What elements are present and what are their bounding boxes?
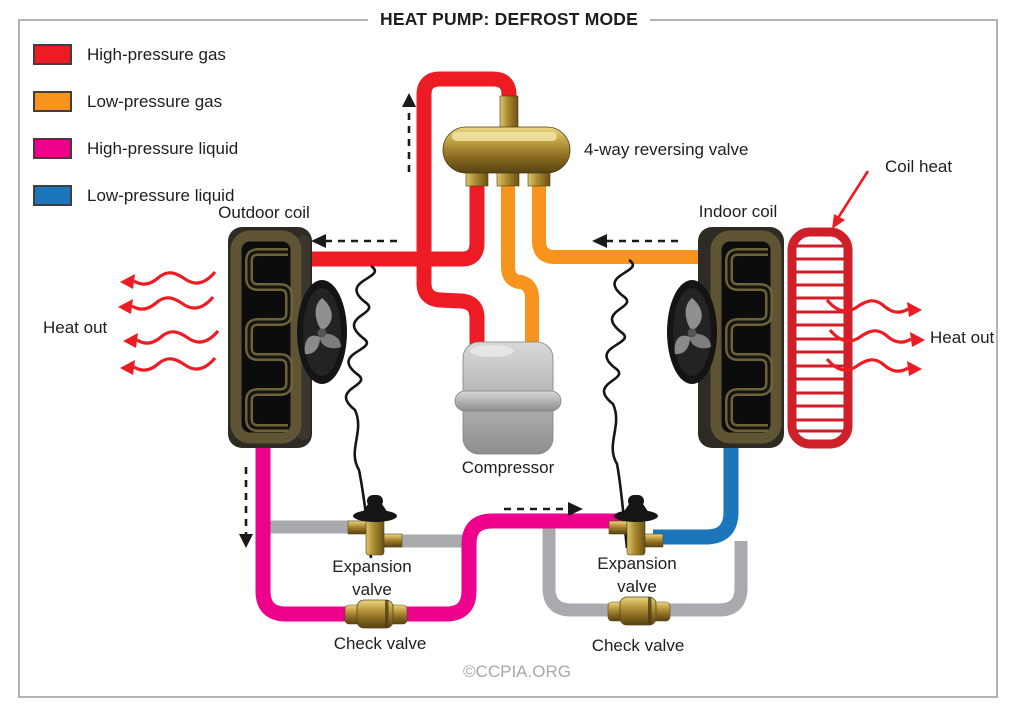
check-valve-left-label: Check valve bbox=[333, 634, 427, 653]
outdoor-coil bbox=[228, 227, 312, 448]
check-valve-right-label: Check valve bbox=[591, 636, 685, 655]
expansion-valve-right bbox=[608, 494, 664, 556]
pipe-high-pressure-gas bbox=[305, 71, 517, 352]
outdoor-coil-label: Outdoor coil bbox=[218, 203, 310, 222]
indoor-fan-icon bbox=[667, 280, 717, 384]
legend-label: Low-pressure gas bbox=[87, 91, 223, 111]
legend-row-high-pressure-gas: High-pressure gas bbox=[33, 44, 238, 65]
coil-heat-element bbox=[787, 227, 853, 449]
sensing-coil-right bbox=[602, 258, 635, 549]
flow-direction-arrows bbox=[244, 105, 678, 535]
legend-row-low-pressure-gas: Low-pressure gas bbox=[33, 91, 238, 112]
compressor bbox=[454, 341, 562, 455]
expansion-valve-left bbox=[347, 494, 403, 556]
legend-label: Low-pressure liquid bbox=[87, 185, 235, 205]
legend-row-low-pressure-liquid: Low-pressure liquid bbox=[33, 185, 238, 206]
check-valve-right bbox=[607, 596, 671, 626]
heat-out-left-label: Heat out bbox=[43, 318, 108, 337]
diagram-title: HEAT PUMP: DEFROST MODE bbox=[367, 9, 651, 30]
coil-heat-label: Coil heat bbox=[885, 157, 953, 176]
four-way-valve-label: 4-way reversing valve bbox=[584, 140, 749, 159]
legend-swatch-orange bbox=[33, 91, 72, 112]
flow-arrowheads bbox=[239, 93, 607, 548]
outdoor-fan-icon bbox=[297, 280, 347, 384]
copyright-credit: ©CCPIA.ORG bbox=[463, 662, 571, 681]
sensing-coil-lines bbox=[344, 258, 635, 559]
heat-out-arrows-left bbox=[116, 270, 220, 377]
indoor-coil-label: Indoor coil bbox=[698, 202, 778, 221]
legend-swatch-red bbox=[33, 44, 72, 65]
check-valve-left bbox=[344, 599, 408, 629]
compressor-label: Compressor bbox=[461, 458, 555, 477]
legend-swatch-magenta bbox=[33, 138, 72, 159]
sensing-coil-left bbox=[344, 264, 377, 559]
coil-heat-pointer-arrow bbox=[832, 170, 870, 229]
legend-row-high-pressure-liquid: High-pressure liquid bbox=[33, 138, 238, 159]
heat-out-right-label: Heat out bbox=[930, 328, 995, 347]
legend-label: High-pressure liquid bbox=[87, 138, 239, 158]
pipe-low-pressure-gas bbox=[501, 180, 710, 352]
legend-swatch-blue bbox=[33, 185, 72, 206]
pipe-high-pressure-liquid bbox=[255, 444, 628, 622]
indoor-coil bbox=[698, 227, 784, 448]
four-way-reversing-valve bbox=[442, 95, 571, 187]
legend-label: High-pressure gas bbox=[87, 44, 226, 64]
pipe-low-pressure-liquid bbox=[653, 438, 739, 545]
legend: High-pressure gas Low-pressure gas High-… bbox=[33, 44, 238, 206]
